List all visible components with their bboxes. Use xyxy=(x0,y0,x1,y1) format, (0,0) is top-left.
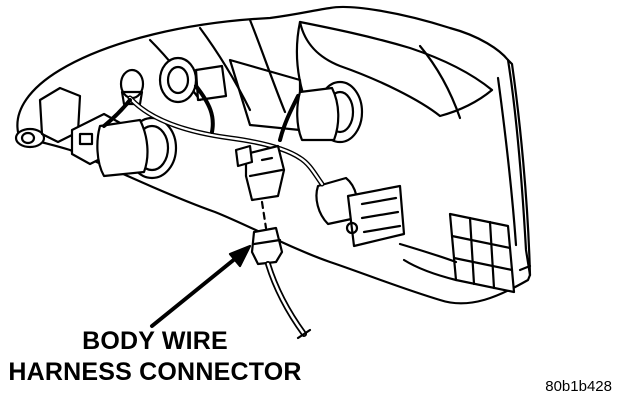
bracket-rib xyxy=(360,210,400,220)
lower-flange-2 xyxy=(402,258,458,282)
leader-arrow xyxy=(150,256,238,328)
body-connector xyxy=(250,226,284,266)
upper-bulb-large-inner xyxy=(166,65,190,95)
body-connector-seam xyxy=(252,238,282,246)
lens-edge xyxy=(506,58,532,277)
leader-arrowhead xyxy=(228,244,252,268)
harness-branch-2 xyxy=(278,94,300,142)
upper-cavity xyxy=(298,20,494,118)
grille-bar xyxy=(468,216,476,286)
bracket-rib xyxy=(362,224,402,234)
left-socket-body xyxy=(96,118,149,178)
shell-rib-3 xyxy=(248,18,287,114)
figure-id-label: 80b1b428 xyxy=(545,378,612,395)
bracket-rib xyxy=(360,196,398,206)
harness-wire-inner xyxy=(128,96,324,186)
callout-label-line-2: HARNESS CONNECTOR xyxy=(8,358,302,386)
rear-grille xyxy=(448,212,516,294)
grille-bar xyxy=(452,256,514,272)
cavity-lip xyxy=(418,44,462,120)
lens-edge-inner xyxy=(496,76,518,247)
connector-seam xyxy=(248,168,284,178)
harness-branch xyxy=(194,84,215,134)
lamp-connector-clip xyxy=(234,144,254,168)
callout-label-line-1: BODY WIRE xyxy=(82,327,228,355)
right-socket-body xyxy=(296,86,340,142)
alignment-line xyxy=(260,200,268,230)
upper-bulb-large xyxy=(158,56,198,104)
bracket-slot xyxy=(78,132,94,146)
shell-rib-2 xyxy=(198,26,252,112)
lower-flange xyxy=(398,242,458,264)
end-cap xyxy=(14,127,46,149)
body-wire-end xyxy=(296,328,312,340)
harness-branch-3 xyxy=(102,98,132,128)
connector-detail xyxy=(260,156,274,162)
upper-bulb-small-base xyxy=(120,90,144,106)
upper-bulb-small xyxy=(119,68,145,100)
bracket-stud xyxy=(345,221,359,235)
grille-bar xyxy=(488,220,496,290)
end-cap-hole xyxy=(20,131,36,145)
lens-tab xyxy=(518,264,532,272)
body-wire xyxy=(265,261,307,337)
body-wire-inner xyxy=(266,262,306,336)
grille-bar xyxy=(450,234,512,250)
